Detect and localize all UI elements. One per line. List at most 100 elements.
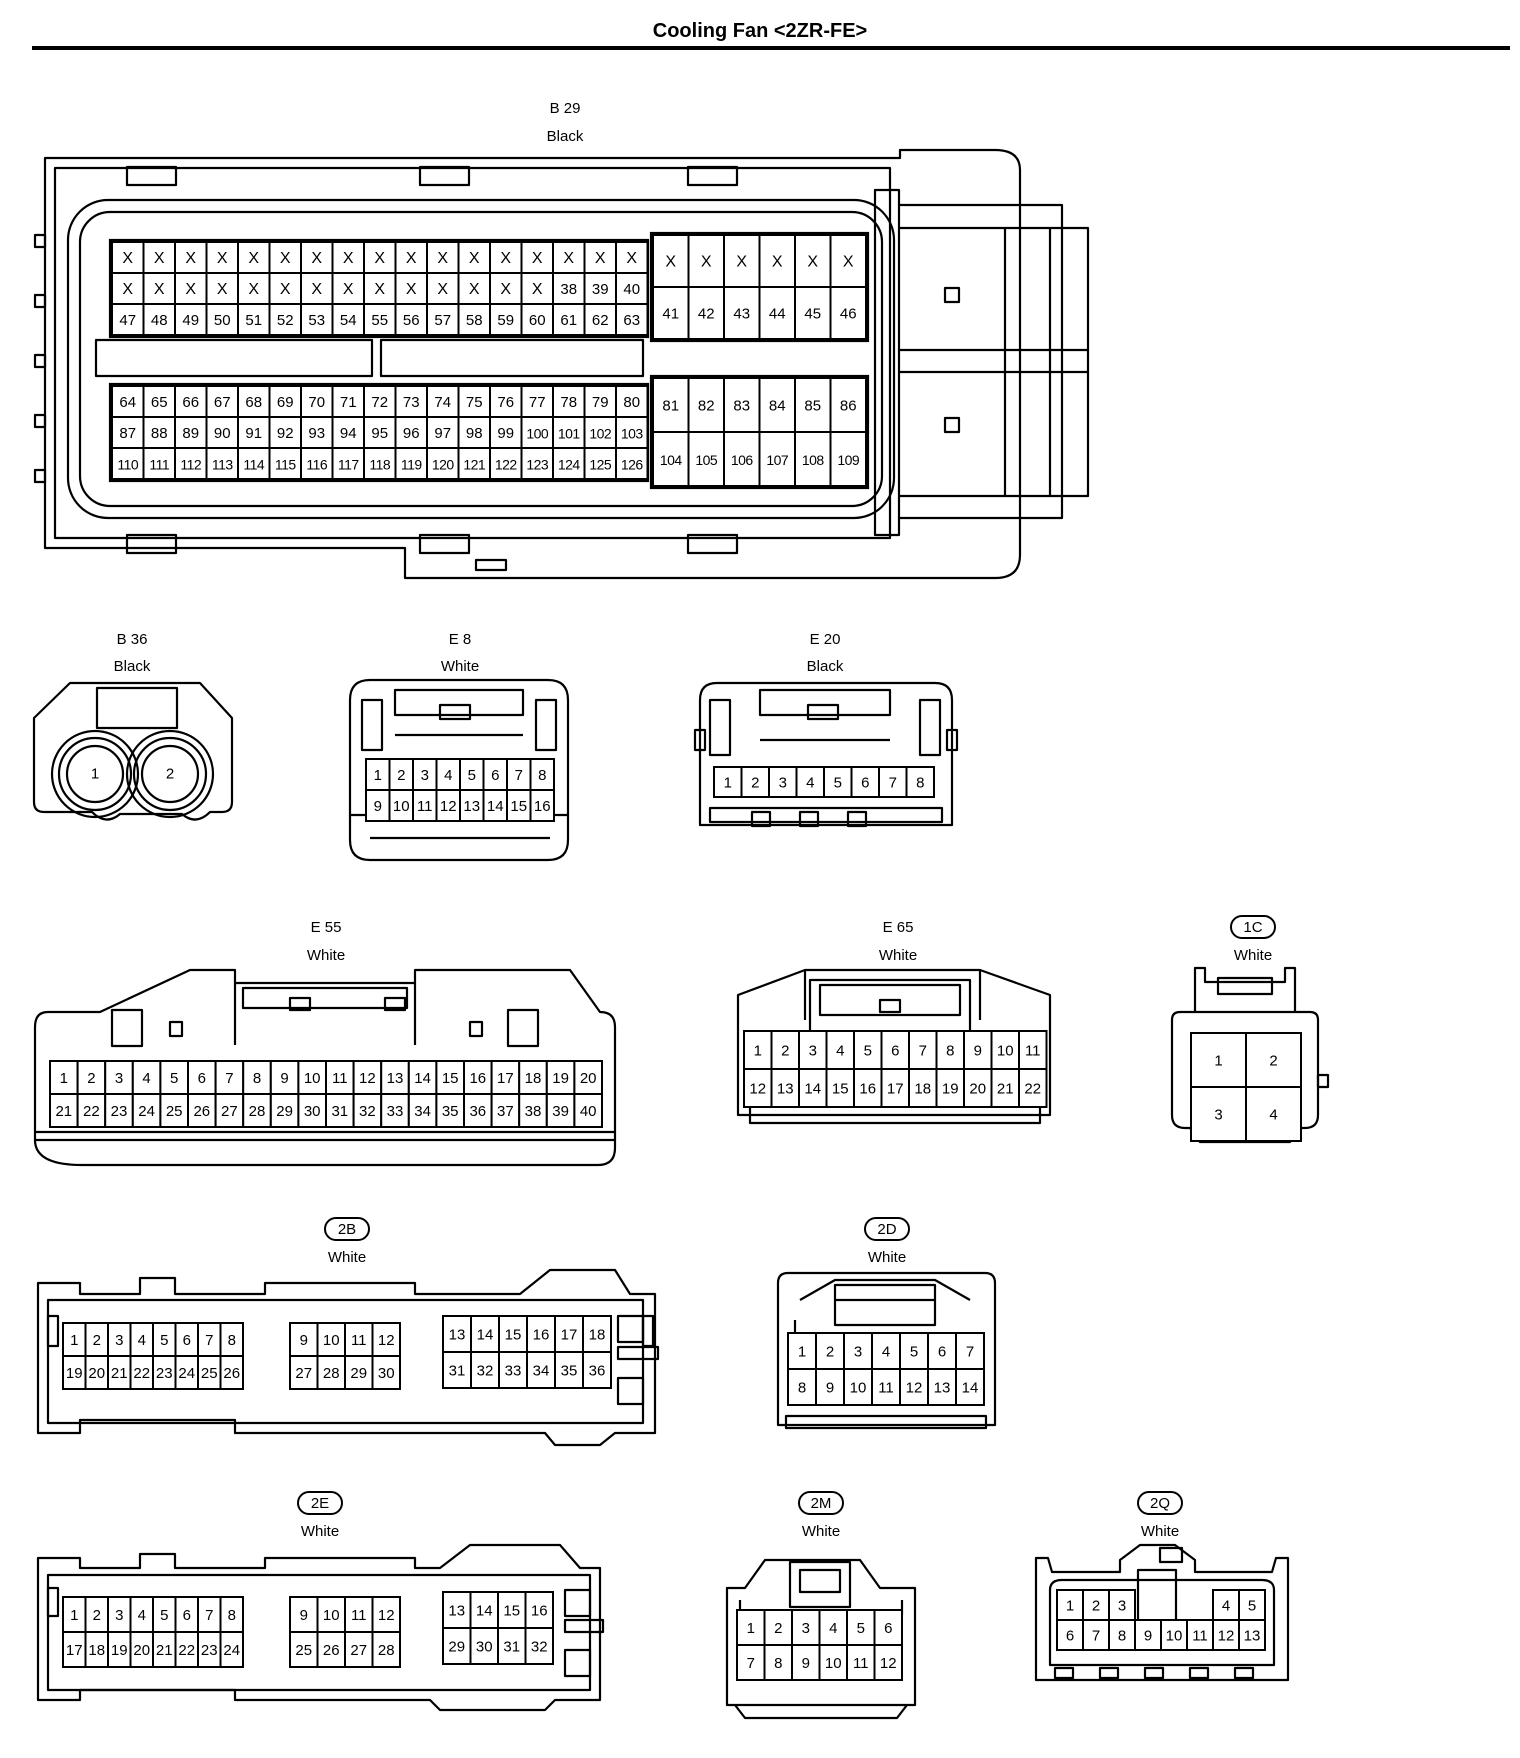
2e-pin-13: 13	[448, 1603, 465, 1620]
b29-pin-X: X	[280, 250, 291, 267]
e65-pin-4-cavity	[825, 1030, 855, 1070]
b36-pin-2: 2	[166, 766, 174, 783]
e8-pin-3: 3	[421, 767, 429, 784]
e55-pin-5: 5	[170, 1070, 178, 1087]
b29-pin-98: 98	[466, 425, 483, 442]
b29-pin-X: X	[248, 250, 259, 267]
2b-pin-31: 31	[449, 1363, 466, 1380]
e8-housing	[348, 678, 570, 862]
2b-pin-1: 1	[70, 1332, 78, 1349]
e55-pin-29: 29	[276, 1103, 293, 1120]
b29-pin-118-cavity	[363, 447, 397, 480]
2d-pin-3: 3	[854, 1344, 862, 1361]
e8-pin-15: 15	[510, 798, 527, 815]
2m-pin-4-cavity	[818, 1609, 848, 1646]
e8-pin-10: 10	[393, 798, 410, 815]
e55-pin-19-cavity	[545, 1060, 576, 1095]
b29-pin-101-cavity	[552, 416, 586, 449]
b29-pin-70: 70	[308, 394, 325, 411]
b29-pin-X: X	[122, 281, 133, 298]
b29-pin-113-cavity	[205, 447, 239, 480]
2e-pin-29-cavity	[442, 1627, 472, 1665]
e55-pin-1: 1	[60, 1070, 68, 1087]
1c-code-label: 1C	[1243, 919, 1262, 936]
e55-pin-32: 32	[359, 1103, 376, 1120]
e20-color-label: Black	[807, 658, 844, 675]
e55-pin-34-cavity	[407, 1093, 438, 1128]
e55-code-label: E 55	[311, 919, 342, 936]
e8-pin-4: 4	[444, 767, 452, 784]
e55-pin-12: 12	[359, 1070, 376, 1087]
b29-pin-77: 77	[529, 394, 546, 411]
2b-pin-17: 17	[561, 1327, 578, 1344]
2q-color-label: White	[1141, 1523, 1179, 1540]
2e-pin-15: 15	[503, 1603, 520, 1620]
e65-pin-12: 12	[749, 1081, 766, 1098]
b29-pin-81-cavity	[652, 377, 690, 433]
e55-pin-33-cavity	[380, 1093, 410, 1128]
2b-pin-26: 26	[223, 1365, 240, 1382]
2e-pin-30: 30	[476, 1639, 493, 1656]
b29-pin-88: 88	[151, 425, 168, 442]
2e-pin-31: 31	[503, 1639, 520, 1656]
e8-pin-1: 1	[374, 767, 382, 784]
e65-pin-3: 3	[809, 1043, 817, 1060]
b29-pin-X: X	[772, 254, 783, 271]
2b-pin-27: 27	[295, 1365, 312, 1382]
e20-pin-2: 2	[751, 775, 759, 792]
2q-pin-3: 3	[1118, 1598, 1126, 1615]
2d-pin-7-cavity	[955, 1332, 985, 1370]
b29-pin-126: 126	[621, 457, 644, 473]
b29-pin-62: 62	[592, 312, 609, 329]
2e-pin-2: 2	[93, 1607, 101, 1624]
b29-pin-40: 40	[623, 281, 640, 298]
e55-pin-28-cavity	[242, 1093, 272, 1128]
b29-pin-73: 73	[403, 394, 420, 411]
e55-pin-2-cavity	[76, 1060, 107, 1095]
b29-pin-45-cavity	[794, 286, 832, 340]
2b-pin-28-cavity	[316, 1355, 346, 1390]
2b-pin-5: 5	[160, 1332, 168, 1349]
2q-pin-2-cavity	[1082, 1589, 1110, 1621]
e55-pin-36: 36	[469, 1103, 486, 1120]
b29-pin-57-cavity	[426, 303, 460, 336]
b29-pin-43: 43	[733, 306, 750, 323]
b29-pin-68-cavity	[237, 385, 271, 418]
b29-pin-48: 48	[151, 312, 168, 329]
b29-pin-80: 80	[623, 394, 640, 411]
2e-pin-19: 19	[111, 1642, 128, 1659]
2m-pin-7: 7	[747, 1655, 755, 1672]
2b-pin-23: 23	[156, 1365, 173, 1382]
e65-pin-17-cavity	[880, 1068, 910, 1108]
b29-pin-41: 41	[662, 306, 679, 323]
2d-pin-7: 7	[966, 1344, 974, 1361]
2q-pin-7-cavity	[1082, 1619, 1110, 1651]
b29-pin-48-cavity	[142, 303, 176, 336]
e55-pin-30: 30	[304, 1103, 321, 1120]
2e-code-oval	[297, 1491, 343, 1515]
e55-pin-38: 38	[525, 1103, 542, 1120]
b29-pin-124: 124	[558, 457, 581, 473]
b29-pin-X: X	[217, 281, 228, 298]
b29-block-frame	[108, 238, 650, 339]
e20-pin-4: 4	[806, 775, 814, 792]
b29-pin-X-cavity	[205, 241, 239, 274]
e55-pin-2: 2	[87, 1070, 95, 1087]
e8-code-label: E 8	[449, 631, 472, 648]
2d-pin-6: 6	[938, 1344, 946, 1361]
2e-pin-1: 1	[70, 1607, 78, 1624]
2m-code-label: 2M	[811, 1495, 832, 1512]
b29-pin-89: 89	[182, 425, 199, 442]
2d-pin-11: 11	[878, 1380, 894, 1397]
1c-color-label: White	[1234, 947, 1272, 964]
e55-pin-20-cavity	[573, 1060, 604, 1095]
2e-pin-20: 20	[133, 1642, 150, 1659]
b29-pin-65: 65	[151, 394, 168, 411]
2e-pin-7: 7	[205, 1607, 213, 1624]
2e-pin-28: 28	[378, 1642, 395, 1659]
2e-pin-17: 17	[66, 1642, 83, 1659]
2q-pin-9-cavity	[1134, 1619, 1162, 1651]
b29-pin-87: 87	[119, 425, 136, 442]
e55-pin-27-cavity	[214, 1093, 245, 1128]
b29-pin-X: X	[185, 281, 196, 298]
